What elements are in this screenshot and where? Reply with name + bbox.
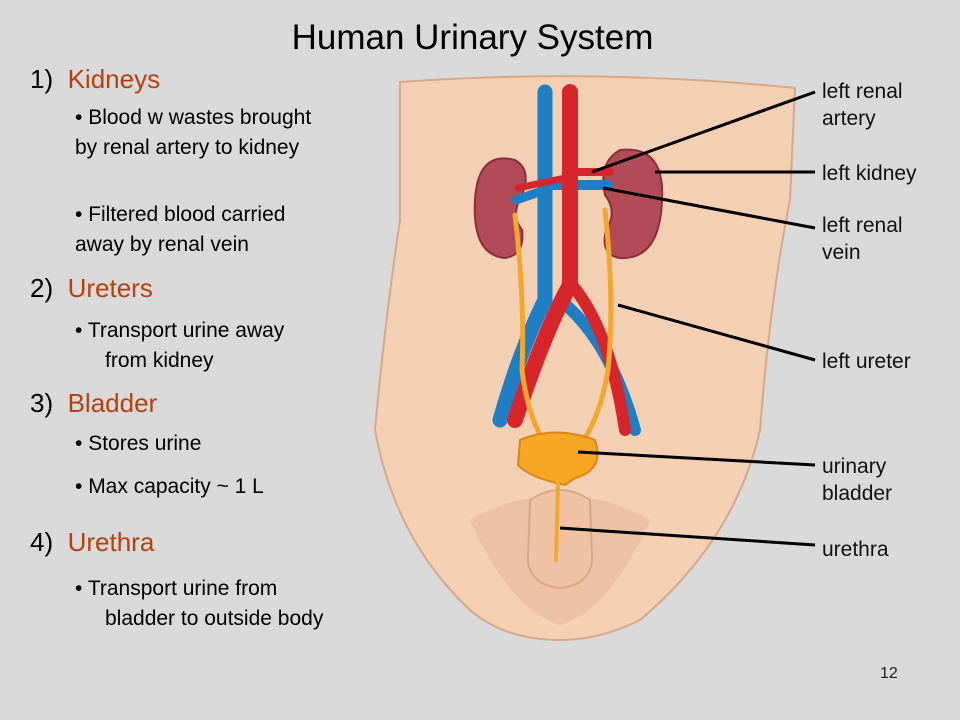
- section-heading-urethra: 4) Urethra: [30, 527, 155, 557]
- leader-ureter: [617, 303, 816, 362]
- section-heading-kidneys: 1) Kidneys: [30, 64, 161, 94]
- bullet-bladder-2: • Max capacity ~ 1 L: [75, 475, 264, 498]
- label-urinary-bladder: urinary bladder: [822, 455, 893, 505]
- label-left-renal-vein: left renal vein: [822, 214, 903, 264]
- renal-artery-right: [514, 174, 569, 192]
- label-left-kidney: left kidney: [822, 162, 917, 185]
- section-heading-ureters: 2) Ureters: [30, 273, 153, 303]
- urethra-tube: [554, 480, 560, 562]
- left-ureter: [575, 207, 614, 451]
- leader-urethra: [559, 526, 816, 547]
- bullet-kidneys-2: • Filtered blood carried away by renal v…: [75, 203, 286, 256]
- bullet-ureters-1: • Transport urine away from kidney: [75, 319, 285, 372]
- page-title: Human Urinary System: [291, 18, 654, 57]
- page-number: 12: [880, 665, 898, 682]
- bullet-urethra-1: • Transport urine from bladder to outsid…: [75, 577, 324, 630]
- section-heading-bladder: 3) Bladder: [30, 388, 158, 418]
- right-ureter: [512, 212, 551, 451]
- label-urethra: urethra: [822, 538, 889, 561]
- leader-renal-artery: [591, 90, 816, 174]
- urinary-bladder: [516, 431, 599, 487]
- bullet-bladder-1: • Stores urine: [75, 432, 202, 455]
- right-iliac-artery: [566, 279, 631, 436]
- bullet-kidneys-1: • Blood w wastes brought by renal artery…: [75, 106, 312, 159]
- renal-vein-right: [511, 185, 550, 205]
- aorta: [507, 84, 578, 428]
- left-kidney: [602, 148, 664, 260]
- label-left-ureter: left ureter: [822, 350, 911, 373]
- leader-bladder: [577, 450, 816, 467]
- penis-illustration: [526, 489, 594, 590]
- label-left-renal-artery: left renal artery: [822, 80, 903, 130]
- leader-renal-vein: [602, 186, 816, 230]
